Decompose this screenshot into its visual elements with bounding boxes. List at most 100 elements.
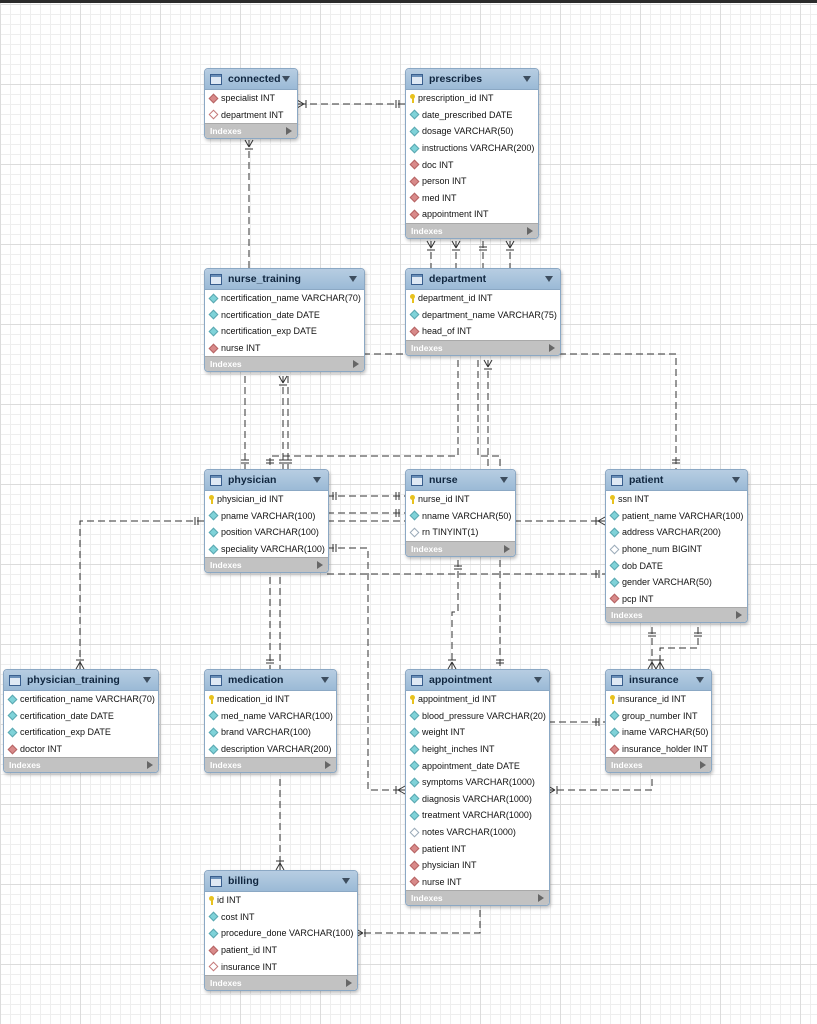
- column-row[interactable]: insurance INT: [205, 958, 357, 975]
- column-row[interactable]: id INT: [205, 892, 357, 909]
- column-row[interactable]: date_prescribed DATE: [406, 107, 538, 124]
- column-row[interactable]: prescription_id INT: [406, 90, 538, 107]
- expand-arrow-icon[interactable]: [346, 978, 352, 987]
- collapse-arrow-icon[interactable]: [349, 276, 357, 282]
- table-header[interactable]: patient: [606, 470, 747, 491]
- column-row[interactable]: medication_id INT: [205, 691, 336, 708]
- column-row[interactable]: procedure_done VARCHAR(100): [205, 925, 357, 942]
- column-row[interactable]: symptoms VARCHAR(1000): [406, 774, 549, 791]
- column-row[interactable]: rn TINYINT(1): [406, 524, 515, 541]
- column-row[interactable]: dob DATE: [606, 557, 747, 574]
- expand-arrow-icon[interactable]: [527, 226, 533, 235]
- collapse-arrow-icon[interactable]: [143, 677, 151, 683]
- relationship-line[interactable]: [659, 627, 699, 669]
- expand-arrow-icon[interactable]: [700, 761, 706, 770]
- relationship-line[interactable]: [548, 779, 653, 791]
- expand-arrow-icon[interactable]: [538, 894, 544, 903]
- column-row[interactable]: notes VARCHAR(1000): [406, 824, 549, 841]
- column-row[interactable]: med_name VARCHAR(100): [205, 708, 336, 725]
- collapse-arrow-icon[interactable]: [342, 878, 350, 884]
- column-row[interactable]: nurse INT: [205, 340, 364, 357]
- column-row[interactable]: ncertification_date DATE: [205, 307, 364, 324]
- column-row[interactable]: appointment INT: [406, 206, 538, 223]
- indexes-section[interactable]: Indexes: [205, 356, 364, 372]
- indexes-section[interactable]: Indexes: [205, 557, 328, 573]
- relationship-line[interactable]: [327, 547, 405, 791]
- expand-arrow-icon[interactable]: [549, 343, 555, 352]
- column-row[interactable]: med INT: [406, 190, 538, 207]
- column-row[interactable]: insurance_holder INT: [606, 741, 711, 758]
- column-row[interactable]: insurance_id INT: [606, 691, 711, 708]
- column-row[interactable]: instructions VARCHAR(200): [406, 140, 538, 157]
- column-row[interactable]: specialist INT: [205, 90, 297, 107]
- column-row[interactable]: position VARCHAR(100): [205, 524, 328, 541]
- column-row[interactable]: weight INT: [406, 724, 549, 741]
- column-row[interactable]: department INT: [205, 107, 297, 124]
- column-row[interactable]: description VARCHAR(200): [205, 741, 336, 758]
- relationship-line[interactable]: [79, 520, 204, 669]
- column-row[interactable]: iname VARCHAR(50): [606, 724, 711, 741]
- expand-arrow-icon[interactable]: [286, 127, 292, 136]
- collapse-arrow-icon[interactable]: [523, 76, 531, 82]
- column-row[interactable]: address VARCHAR(200): [606, 524, 747, 541]
- table-header[interactable]: nurse: [406, 470, 515, 491]
- column-row[interactable]: pname VARCHAR(100): [205, 508, 328, 525]
- column-row[interactable]: department_id INT: [406, 290, 560, 307]
- column-row[interactable]: doctor INT: [4, 741, 158, 758]
- column-row[interactable]: physician INT: [406, 857, 549, 874]
- column-row[interactable]: gender VARCHAR(50): [606, 574, 747, 591]
- indexes-section[interactable]: Indexes: [406, 890, 549, 906]
- collapse-arrow-icon[interactable]: [534, 677, 542, 683]
- expand-arrow-icon[interactable]: [317, 561, 323, 570]
- column-row[interactable]: head_of INT: [406, 323, 560, 340]
- indexes-section[interactable]: Indexes: [406, 222, 538, 238]
- indexes-section[interactable]: Indexes: [406, 540, 515, 556]
- column-row[interactable]: doc INT: [406, 156, 538, 173]
- collapse-arrow-icon[interactable]: [282, 76, 290, 82]
- column-row[interactable]: speciality VARCHAR(100): [205, 541, 328, 558]
- column-row[interactable]: treatment VARCHAR(1000): [406, 807, 549, 824]
- table-header[interactable]: physician_training: [4, 670, 158, 691]
- table-header[interactable]: medication: [205, 670, 336, 691]
- column-row[interactable]: patient INT: [406, 840, 549, 857]
- indexes-section[interactable]: Indexes: [406, 339, 560, 355]
- collapse-arrow-icon[interactable]: [545, 276, 553, 282]
- relationship-line[interactable]: [451, 560, 459, 669]
- column-row[interactable]: certification_date DATE: [4, 708, 158, 725]
- indexes-section[interactable]: Indexes: [205, 757, 336, 773]
- table-header[interactable]: physician: [205, 470, 328, 491]
- indexes-section[interactable]: Indexes: [606, 757, 711, 773]
- column-row[interactable]: brand VARCHAR(100): [205, 724, 336, 741]
- column-row[interactable]: nurse_id INT: [406, 491, 515, 508]
- indexes-section[interactable]: Indexes: [4, 757, 158, 773]
- collapse-arrow-icon[interactable]: [321, 677, 329, 683]
- relationship-line[interactable]: [356, 910, 481, 934]
- relationship-line[interactable]: [559, 353, 677, 469]
- expand-arrow-icon[interactable]: [353, 360, 359, 369]
- column-row[interactable]: certification_name VARCHAR(70): [4, 691, 158, 708]
- column-row[interactable]: physician_id INT: [205, 491, 328, 508]
- collapse-arrow-icon[interactable]: [732, 477, 740, 483]
- table-header[interactable]: insurance: [606, 670, 711, 691]
- column-row[interactable]: appointment_date DATE: [406, 757, 549, 774]
- collapse-arrow-icon[interactable]: [696, 677, 704, 683]
- indexes-section[interactable]: Indexes: [606, 607, 747, 623]
- relationship-line[interactable]: [269, 360, 459, 469]
- column-row[interactable]: ncertification_exp DATE: [205, 323, 364, 340]
- expand-arrow-icon[interactable]: [504, 544, 510, 553]
- table-header[interactable]: department: [406, 269, 560, 290]
- table-header[interactable]: nurse_training: [205, 269, 364, 290]
- column-row[interactable]: phone_num BIGINT: [606, 541, 747, 558]
- table-header[interactable]: prescribes: [406, 69, 538, 90]
- column-row[interactable]: person INT: [406, 173, 538, 190]
